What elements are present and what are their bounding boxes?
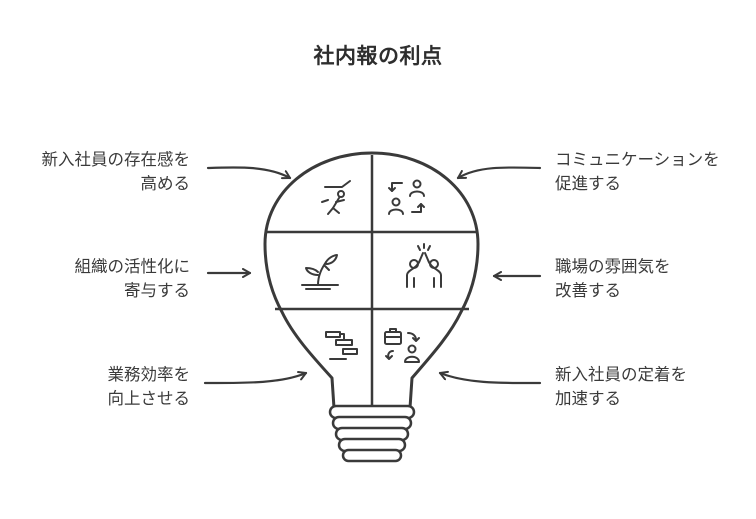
bulb-base xyxy=(328,404,416,463)
benefit-label-left-1: 新入社員の存在感を 高める xyxy=(41,150,191,193)
climbing-person-icon xyxy=(321,180,351,215)
arrow-right-1 xyxy=(456,166,542,180)
arrow-left-3 xyxy=(203,371,308,385)
briefcase-person-icon xyxy=(384,328,420,363)
people-exchange-icon xyxy=(388,179,425,215)
gantt-chart-icon xyxy=(325,331,358,360)
growing-plant-icon xyxy=(301,254,339,290)
benefit-label-right-1: コミュニケーションを 促進する xyxy=(555,150,720,193)
high-five-icon xyxy=(406,243,442,288)
benefit-label-right-2: 職場の雰囲気を 改善する xyxy=(555,257,671,300)
benefit-label-left-2: 組織の活性化に 寄与する xyxy=(74,257,191,300)
arrow-left-1 xyxy=(206,166,292,180)
benefit-label-right-3: 新入社員の定着を 加速する xyxy=(555,365,687,408)
arrow-right-3 xyxy=(438,370,542,385)
benefit-label-left-3: 業務効率を 向上させる xyxy=(107,365,191,408)
diagram-title: 社内報の利点 xyxy=(313,44,443,68)
